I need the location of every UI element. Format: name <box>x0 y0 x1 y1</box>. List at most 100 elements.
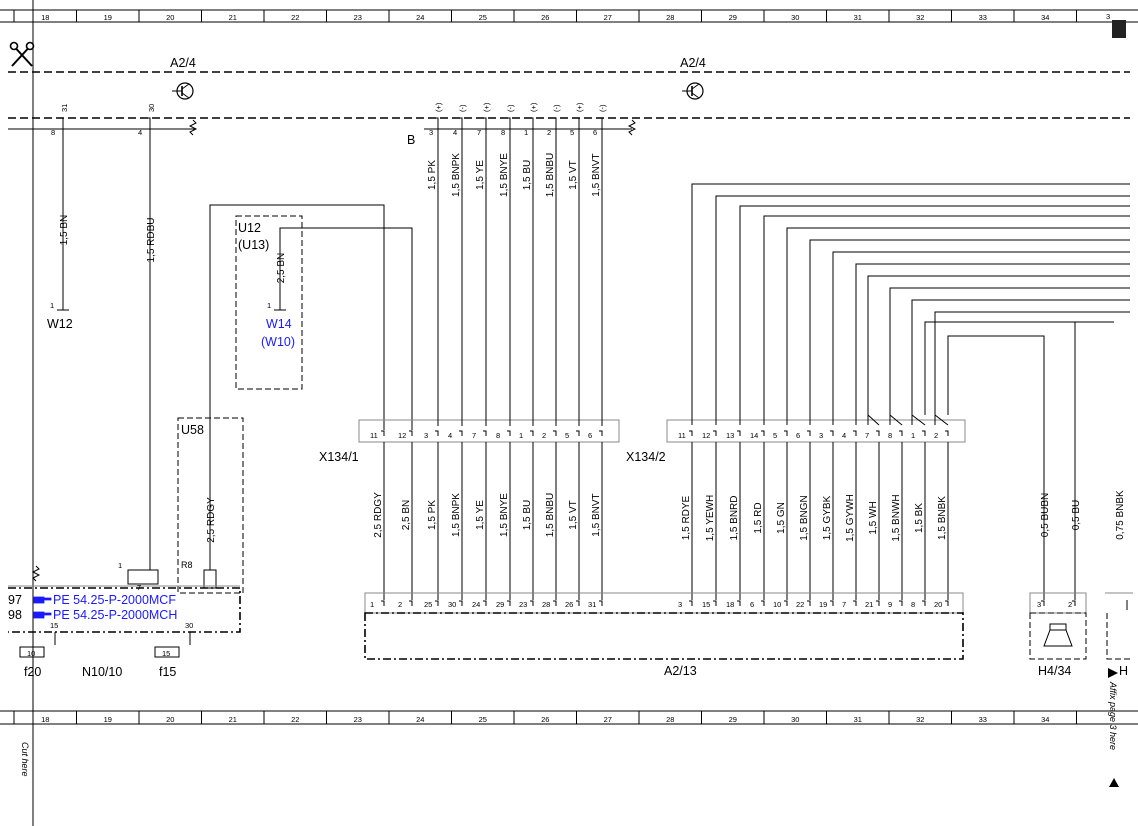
pin-number: 4 <box>842 431 846 440</box>
pin-number: 31 <box>588 600 596 609</box>
pin-number: 11 <box>678 431 686 440</box>
pin-number: 3 <box>678 600 682 609</box>
polarity-label: (-) <box>506 104 515 112</box>
pin-terminal <box>761 600 765 606</box>
transistor-collector <box>181 83 190 90</box>
pin-terminal <box>784 600 788 606</box>
transistor-label: A2/4 <box>680 56 706 70</box>
pin-number: 30 <box>448 600 456 609</box>
grid-column-number: 28 <box>666 13 674 22</box>
pin-number: 5 <box>570 128 574 137</box>
pin-number: 6 <box>796 431 800 440</box>
pin-terminal <box>689 600 693 606</box>
wire-cross <box>867 414 880 426</box>
pin-terminal <box>784 430 788 436</box>
wire-label: 1,5 BNYE <box>499 493 510 537</box>
grid-column-number: 30 <box>791 715 799 724</box>
grid-column-number: 23 <box>354 715 362 724</box>
pin-number: 15 <box>702 600 710 609</box>
ref-prefix: 97 <box>8 593 22 607</box>
grid-column-number: 24 <box>416 13 424 22</box>
wire-routed <box>889 287 1130 425</box>
a2-13-label: A2/13 <box>664 664 697 678</box>
grid-column-number: 26 <box>541 715 549 724</box>
pin-number: 25 <box>424 600 432 609</box>
pin-terminal <box>922 430 926 436</box>
ground-link: W14 <box>266 317 292 331</box>
a2-13-module <box>364 612 964 660</box>
pin-number: 4 <box>453 128 457 137</box>
pin-number: 7 <box>865 431 869 440</box>
wire-routed <box>855 263 1130 425</box>
pin-terminal <box>530 430 534 436</box>
wire-routed <box>934 311 1130 425</box>
wire-label: 1,5 GYBK <box>822 495 833 540</box>
wire-routed <box>786 227 1130 425</box>
fuse-icon <box>19 646 45 658</box>
wire-routed <box>715 195 1130 425</box>
speaker-cone <box>1043 629 1073 647</box>
pin-terminal <box>507 117 511 123</box>
u58-label: U58 <box>181 423 204 437</box>
grid-column-number: 32 <box>916 715 924 724</box>
pin-number: 1 <box>519 431 523 440</box>
wire-label: 1,5 RDYE <box>681 495 692 540</box>
r8-label: R8 <box>181 560 193 570</box>
wire-label: 1,5 BNYE <box>499 153 510 197</box>
pin-terminal <box>1041 600 1045 606</box>
grid-column-number: 21 <box>229 13 237 22</box>
pin-terminal <box>530 117 534 123</box>
wire-cross <box>889 414 903 426</box>
resistor-body <box>127 569 159 585</box>
wire-label: 1,5 BN <box>59 215 70 246</box>
wire-label: 1,5 YE <box>475 500 486 530</box>
h4-34-box <box>1029 612 1087 660</box>
pin-terminal <box>576 117 580 123</box>
resistor-icon <box>31 565 41 582</box>
grid-column-number: 20 <box>166 13 174 22</box>
pin-number: 8 <box>888 431 892 440</box>
wire-label: 1,5 BNBU <box>545 493 556 537</box>
wire-label: 1,5 PK <box>427 500 438 530</box>
pin-terminal <box>807 430 811 436</box>
grid-column-number: 30 <box>791 13 799 22</box>
pin-terminal <box>737 430 741 436</box>
grid-column-number: 27 <box>604 715 612 724</box>
scissors-blade <box>11 47 29 67</box>
resistor-body <box>203 569 217 589</box>
pin-terminal <box>713 600 717 606</box>
pin-number: 5 <box>773 431 777 440</box>
x134-2-label: X134/2 <box>626 450 666 464</box>
wire-routed <box>924 321 1114 415</box>
pin-terminal <box>409 430 413 436</box>
grid-corner-number: 3 <box>1106 12 1110 21</box>
pin-terminal <box>853 430 857 436</box>
pin-terminal <box>945 600 949 606</box>
wire-label: 2,5 BN <box>276 253 287 284</box>
pin-terminal <box>553 117 557 123</box>
grid-column-number: 28 <box>666 715 674 724</box>
corner-marker-icon <box>1112 20 1126 38</box>
pin-number: 2 <box>542 431 546 440</box>
pin-number: 1 <box>118 561 122 570</box>
pin-terminal <box>899 430 903 436</box>
pin-terminal <box>507 600 511 606</box>
pin-terminal <box>483 600 487 606</box>
grid-column-number: 31 <box>854 13 862 22</box>
transistor-collector <box>691 83 700 90</box>
wire-label: 1,5 BU <box>522 500 533 531</box>
grid-column-number: 24 <box>416 715 424 724</box>
resistor-icon <box>188 119 198 136</box>
pin-terminal <box>435 117 439 123</box>
pin-number: 21 <box>865 600 873 609</box>
wire-label: 1,5 BNWH <box>891 494 902 541</box>
pin-number: 7 <box>477 128 481 137</box>
wire-label: 1,5 YEWH <box>705 495 716 542</box>
grid-column-number: 34 <box>1041 715 1049 724</box>
n10-10-label: N10/10 <box>82 665 122 679</box>
pointing-hand-icon <box>33 611 52 619</box>
u12-box <box>235 215 303 390</box>
pin-terminal <box>553 430 557 436</box>
